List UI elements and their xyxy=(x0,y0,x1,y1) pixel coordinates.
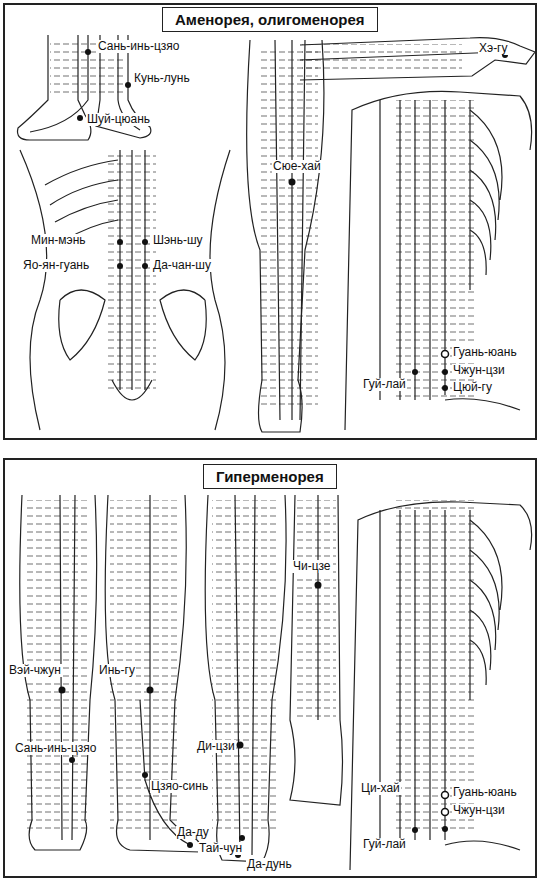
torso-outline xyxy=(345,91,532,430)
meridian xyxy=(60,495,75,840)
meridian xyxy=(235,495,255,855)
point-label: Гуань-юань xyxy=(452,346,518,359)
acupoint xyxy=(125,82,131,88)
point-label: Хэ-гу xyxy=(478,42,509,55)
point-label: Ци-хай xyxy=(360,782,401,795)
acupoint xyxy=(289,179,296,186)
arm-outline xyxy=(300,38,535,80)
arm-outline xyxy=(290,495,343,805)
point-label: Да-чан-шу xyxy=(152,259,212,272)
point-label: Яо-ян-гуань xyxy=(22,259,90,272)
acupoint xyxy=(442,809,449,816)
foot-outline xyxy=(18,35,91,140)
panel-heading: Гиперменорея xyxy=(203,464,337,489)
panel-heading: Аменорея, олигоменорея xyxy=(162,7,378,32)
bottom-figures xyxy=(20,495,532,870)
point-label: Цюй-гу xyxy=(452,381,493,394)
meridian xyxy=(30,35,88,132)
acupoint xyxy=(239,835,245,841)
point-label: Гуй-лай xyxy=(362,378,407,391)
point-label: Чжун-цзи xyxy=(452,804,506,817)
meridian xyxy=(380,100,445,400)
point-label: Чи-цзе xyxy=(292,560,331,573)
grid xyxy=(258,50,318,410)
meridian xyxy=(120,150,145,390)
point-label: Мин-мэнь xyxy=(30,234,87,247)
acupoint xyxy=(85,49,91,55)
ribs xyxy=(45,160,118,240)
top-figures xyxy=(18,35,536,432)
meridian xyxy=(317,495,318,720)
meridian xyxy=(275,40,305,420)
point-label: Сань-инь-цзяо xyxy=(14,742,97,755)
point-label: Кунь-лунь xyxy=(133,72,191,85)
acupoint-dots xyxy=(59,582,449,859)
grid xyxy=(395,500,475,830)
pelvis xyxy=(59,290,207,360)
grid xyxy=(108,150,156,390)
acupoint xyxy=(442,369,448,375)
acupoint xyxy=(59,687,66,694)
point-label: Шэнь-шу xyxy=(152,234,204,247)
grid xyxy=(212,500,277,830)
acupoint xyxy=(77,115,83,121)
point-label: Вэй-чжун xyxy=(8,664,62,677)
acupoint xyxy=(142,239,148,245)
acupoint xyxy=(412,369,418,375)
leg-outline xyxy=(205,495,286,862)
acupoint-dots xyxy=(77,49,508,391)
sternum xyxy=(469,510,470,700)
acupoint xyxy=(442,351,449,358)
acupoint xyxy=(442,385,448,391)
sternum xyxy=(469,100,470,290)
point-label: Сань-инь-цзяо xyxy=(97,40,180,53)
point-label: Чжун-цзи xyxy=(452,364,506,377)
pelvis xyxy=(445,841,520,850)
acupoint xyxy=(69,757,75,763)
meridian xyxy=(300,52,500,60)
acupoint xyxy=(187,842,193,848)
pelvis xyxy=(445,399,520,410)
acupoint xyxy=(117,263,123,269)
point-label: Шуй-цюань xyxy=(86,113,151,126)
acupoint xyxy=(147,687,154,694)
back-outline xyxy=(20,150,230,430)
acupoint xyxy=(142,772,148,778)
acupoint xyxy=(442,826,448,832)
sacrum xyxy=(112,380,152,400)
point-label: Гуань-юань xyxy=(452,786,518,799)
acupoint xyxy=(237,742,244,749)
acupoint xyxy=(142,263,148,269)
point-label: Да-дунь xyxy=(246,858,293,871)
leg-outline xyxy=(247,40,324,432)
grid xyxy=(296,500,336,720)
acupoint xyxy=(117,239,123,245)
ribs xyxy=(470,520,502,685)
point-label: Ди-цзи xyxy=(196,740,236,753)
point-label: Сюе-хай xyxy=(272,160,322,173)
ribs xyxy=(470,110,502,275)
torso-outline xyxy=(350,502,532,870)
point-label: Инь-гу xyxy=(98,664,136,677)
point-label: Цзяо-синь xyxy=(150,780,209,793)
point-label: Гуй-лай xyxy=(362,838,407,851)
point-label: Тай-чун xyxy=(198,842,243,855)
acupoint xyxy=(315,582,322,589)
acupoint xyxy=(412,827,418,833)
point-label: Да-ду xyxy=(176,826,210,839)
acupoint xyxy=(442,792,449,799)
